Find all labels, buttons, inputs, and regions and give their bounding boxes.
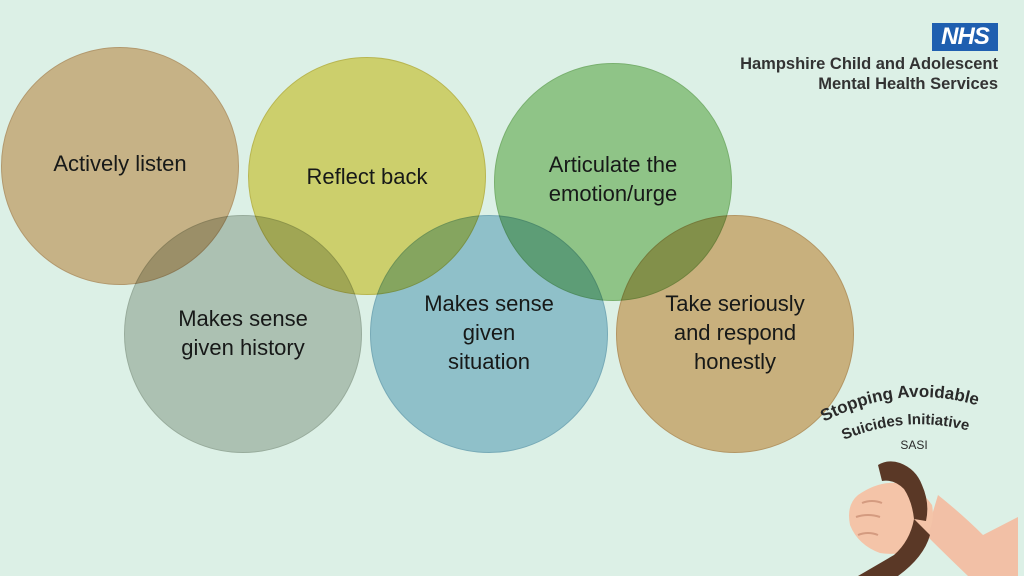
- circle-label: Makes sense given situation: [391, 289, 587, 376]
- organization-name-line: Hampshire Child and Adolescent: [740, 55, 998, 73]
- circle-makes-sense-situation: Makes sense given situation: [370, 215, 608, 453]
- circle-label: Actively listen: [22, 149, 218, 178]
- circle-label: Take seriously and respond honestly: [637, 289, 833, 376]
- circle-label: Makes sense given history: [145, 304, 341, 362]
- circle-take-seriously: Take seriously and respond honestly: [616, 215, 854, 453]
- organization-name-line: Mental Health Services: [818, 75, 998, 93]
- circle-actively-listen: Actively listen: [1, 47, 239, 285]
- circle-label-line: Articulate the: [548, 152, 678, 177]
- circle-label-line: emotion/urge: [548, 181, 678, 206]
- circle-label-line: situation: [448, 349, 530, 374]
- clasped-hands-icon: [849, 461, 1018, 576]
- circle-label-line: Makes sense: [178, 306, 308, 331]
- circle-label-line: given history: [181, 335, 305, 360]
- circle-label-line: Take seriously: [665, 291, 805, 316]
- circle-makes-sense-history: Makes sense given history: [124, 215, 362, 453]
- circle-label: Reflect back: [269, 162, 465, 191]
- nhs-logo: NHS: [932, 23, 998, 51]
- circle-label-line: Actively listen: [53, 151, 187, 176]
- circle-label-line: and respond: [673, 320, 797, 345]
- circle-label-line: Reflect back: [306, 164, 428, 189]
- sasi-logo: Stopping Avoidable Suicides Initiative S…: [818, 385, 1018, 576]
- circle-label-line: given: [462, 320, 516, 345]
- circle-label-line: honestly: [694, 349, 776, 374]
- circle-label: Articulate the emotion/urge: [515, 150, 711, 208]
- sasi-abbreviation: SASI: [900, 438, 927, 452]
- circle-label-line: Makes sense: [424, 291, 554, 316]
- organization-name: Hampshire Child and Adolescent Mental He…: [740, 54, 998, 94]
